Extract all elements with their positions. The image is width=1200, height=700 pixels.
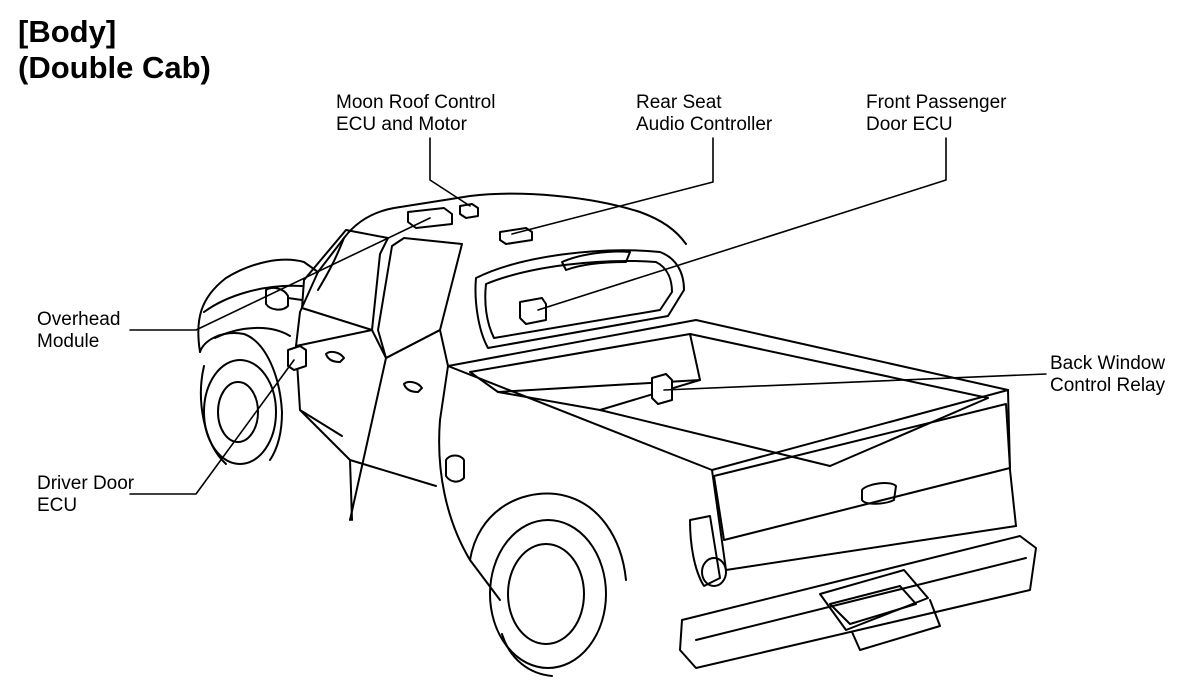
- leader-back-window-relay: [663, 373, 1047, 391]
- moon-roof-ecu-box: [459, 203, 479, 219]
- page-title: [Body] (Double Cab): [18, 14, 211, 86]
- leader-driver-door: [129, 359, 295, 495]
- rear-seat-audio-box: [499, 227, 533, 245]
- label-back-window-relay: Back Window Control Relay: [1050, 353, 1166, 396]
- front-passenger-door-ecu-box: [519, 297, 547, 325]
- label-rear-seat-audio: Rear Seat Audio Controller: [636, 92, 773, 135]
- label-overhead-module: Overhead Module: [37, 309, 121, 352]
- leader-lines: [129, 137, 1047, 495]
- title-line-2: (Double Cab): [18, 50, 211, 85]
- label-moon-roof-ecu: Moon Roof Control ECU and Motor: [336, 92, 496, 135]
- leader-front-passenger-door: [537, 137, 947, 311]
- back-window-relay-box: [651, 373, 673, 405]
- leader-overhead-module: [129, 217, 431, 331]
- truck-illustration: [197, 192, 1037, 677]
- leader-rear-seat-audio: [511, 137, 714, 235]
- title-line-1: [Body]: [18, 14, 117, 49]
- component-boxes: [287, 203, 673, 405]
- driver-door-ecu-box: [287, 345, 307, 371]
- label-driver-door-ecu: Driver Door ECU: [37, 473, 135, 516]
- leader-moon-roof: [429, 137, 471, 207]
- label-front-passenger-door-ecu: Front Passenger Door ECU: [866, 92, 1007, 135]
